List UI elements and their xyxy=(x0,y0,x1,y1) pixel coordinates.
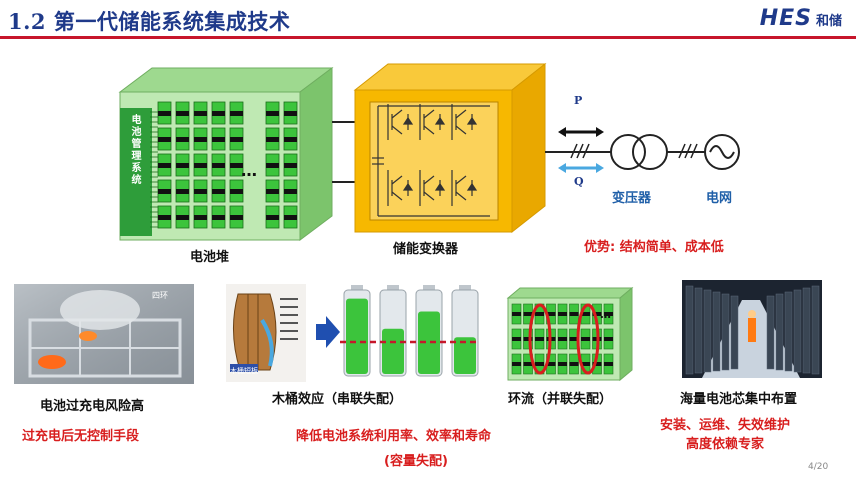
converter-label: 储能变换器 xyxy=(393,238,458,257)
battery-stack-label: 电池堆 xyxy=(190,246,229,265)
transformer-label: 变压器 xyxy=(612,187,651,206)
grid-label: 电网 xyxy=(706,187,732,206)
arrow-icon xyxy=(316,316,340,348)
page-title: 1.2 第一代储能系统集成技术 xyxy=(8,6,290,36)
battery-stack-illustration xyxy=(120,68,332,240)
circulation-ellipsis: … xyxy=(600,308,611,321)
battery-hall-caption: 海量电池芯集中布置 xyxy=(680,388,797,407)
advantage-text: 优势: 结构简单、成本低 xyxy=(584,236,724,255)
battery-level-illustration xyxy=(344,285,478,376)
q-arrow xyxy=(558,163,604,173)
title-divider xyxy=(0,36,856,39)
converter-illustration xyxy=(355,64,545,232)
battery-hall-photo xyxy=(682,280,822,378)
barrel-label: 木桶短板 xyxy=(230,366,258,376)
efficiency-note: 降低电池系统利用率、效率和寿命 xyxy=(296,425,491,444)
q-label: Q xyxy=(574,175,584,188)
grid-symbol xyxy=(705,135,739,169)
photo-tag: 四环 xyxy=(152,290,168,301)
transformer-symbol xyxy=(611,135,667,169)
problem-illustrations xyxy=(0,280,856,390)
bms-label: 电池管理系统 xyxy=(127,114,142,186)
page-number: 4/20 xyxy=(808,462,828,472)
overcharge-note: 过充电后无控制手段 xyxy=(22,425,139,444)
logo-text: 和储 xyxy=(816,14,842,29)
circulation-illustration xyxy=(508,288,632,380)
brand-logo: HES 和储 xyxy=(760,6,842,31)
overcharge-caption: 电池过充电风险高 xyxy=(40,395,144,414)
logo-mark: HES xyxy=(760,6,812,31)
capacity-mismatch-note: (容量失配) xyxy=(384,450,448,469)
p-label: P xyxy=(574,94,582,107)
p-arrow xyxy=(558,127,604,137)
circulation-caption: 环流（并联失配） xyxy=(508,388,612,407)
expert-note: 安装、运维、失效维护 高度依赖专家 xyxy=(660,416,790,454)
ellipsis: … xyxy=(241,161,257,180)
barrel-effect-caption: 木桶效应（串联失配） xyxy=(272,388,402,407)
